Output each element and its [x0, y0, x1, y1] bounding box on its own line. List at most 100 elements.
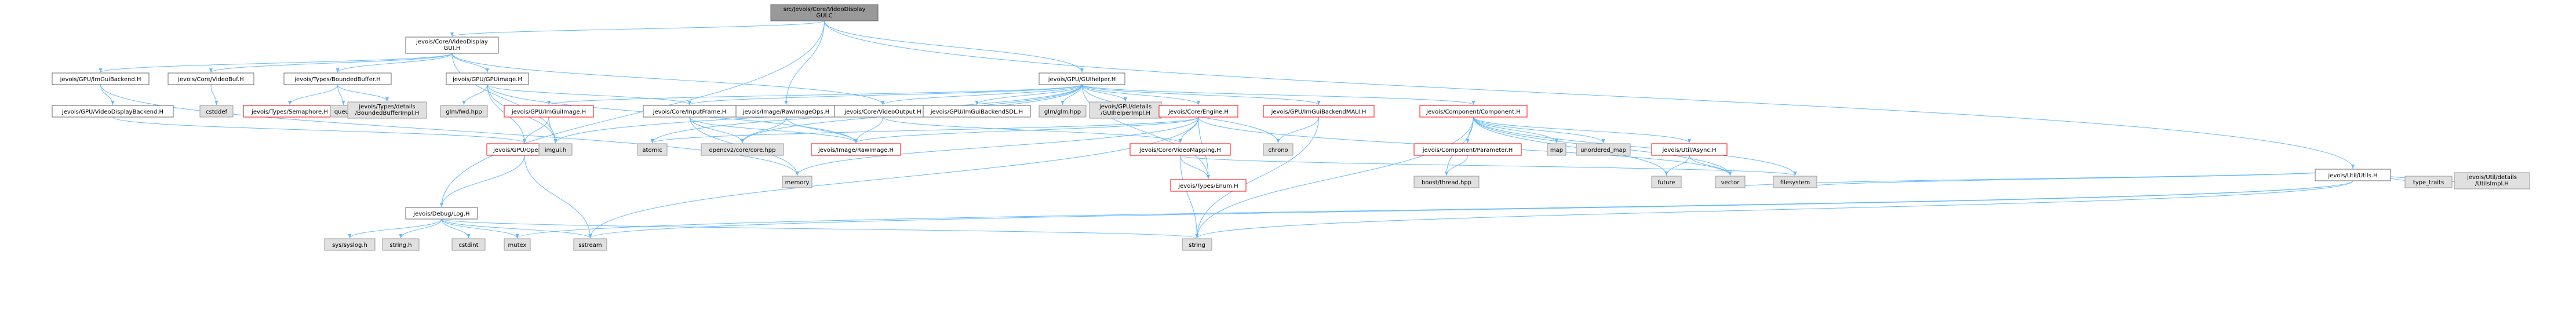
graph-node-string: string [1182, 238, 1212, 251]
node-box [811, 143, 901, 156]
edge-component-to-future [1473, 116, 1668, 176]
node-box [199, 105, 234, 118]
node-label: map [1550, 147, 1563, 154]
edge-vdg_h-to-gpuimage [451, 53, 489, 73]
edge-imgui_backend-to-memory [100, 84, 799, 176]
edge-parameter-to-boostthread [1445, 155, 1468, 176]
graph-node-syslog: sys/syslog.h [324, 238, 376, 251]
node-label: jevois/Core/VideoMapping.H [1139, 147, 1220, 154]
node-box [347, 101, 427, 119]
graph-node-sdlbackend[interactable]: jevois/GPU/ImGuiBackendSDL.H [923, 105, 1031, 118]
graph-node-gpuimage[interactable]: jevois/GPU/GPUimage.H [446, 72, 529, 85]
graph-node-inputframe[interactable]: jevois/Core/InputFrame.H [643, 105, 737, 118]
edge-guihelper-to-videooutput [881, 84, 1083, 105]
node-box [446, 72, 529, 85]
graph-node-semaphore[interactable]: jevois/Types/Semaphore.H [243, 105, 337, 118]
node-box [382, 238, 420, 251]
node-label: GUI.H [444, 45, 461, 52]
edge-guihelper-to-imguiimage [547, 84, 1083, 105]
graph-node-vector: vector [1715, 176, 1746, 188]
graph-node-component[interactable]: jevois/Component/Component.H [1419, 105, 1528, 118]
edge-videomapping-to-enum [1180, 155, 1210, 180]
edge-debuglog-to-cstdint [441, 218, 471, 239]
node-label: type_traits [2413, 180, 2444, 186]
node-box [1263, 143, 1294, 156]
graph-node-rawimageops[interactable]: jevois/Image/RawImageOps.H [735, 105, 837, 118]
edge-component-to-unordered_map [1473, 116, 1605, 144]
node-label: vector [1721, 180, 1740, 186]
edge-imguiimage-to-imguih [548, 116, 558, 144]
edge-vdg_h-to-videooutput [451, 53, 885, 105]
edge-vdg_h-to-imgui_backend [99, 53, 453, 73]
node-label: jevois/GPU/details [1099, 104, 1152, 110]
edge-utils-to-filesystem [1793, 169, 2353, 189]
node-label: boost/thread.hpp [1422, 180, 1471, 186]
node-label: jevois/GPU/GPUimage.H [452, 76, 522, 83]
node-label: glm/glm.hpp [1044, 109, 1081, 115]
graph-node-videomapping[interactable]: jevois/Core/VideoMapping.H [1129, 143, 1231, 156]
node-label: jevois/Image/RawImage.H [818, 147, 894, 154]
graph-node-boundedbuf[interactable]: jevois/Types/BoundedBuffer.H [283, 72, 392, 85]
graph-node-utils[interactable]: jevois/Util/Utils.H [2315, 169, 2391, 181]
edge-vdbackend-to-opengl [112, 116, 526, 144]
graph-node-async[interactable]: jevois/Util/Async.H [1651, 143, 1728, 156]
graph-node-guihelper[interactable]: jevois/GPU/GUIhelper.H [1039, 72, 1125, 85]
graph-node-opencv: opencv2/core/core.hpp [701, 143, 784, 156]
graph-node-imguiimage[interactable]: jevois/GPU/ImGuiImage.H [504, 105, 594, 118]
edge-guihelper-to-component [1081, 84, 1475, 105]
edge-root-to-vdg_h [450, 20, 825, 37]
node-box [1651, 143, 1728, 156]
edge-rawimageops-to-rawimage [786, 116, 858, 144]
node-box [1547, 143, 1566, 156]
node-box [504, 105, 594, 118]
graph-node-rawimage[interactable]: jevois/Image/RawImage.H [811, 143, 901, 156]
node-label: jevois/Types/details [358, 104, 415, 110]
graph-node-vdbackend[interactable]: jevois/GPU/VideoDisplayBackend.H [52, 105, 174, 118]
node-label: mutex [508, 242, 527, 249]
edge-gpuimage-to-glmfwd [462, 84, 488, 105]
edge-root-to-guihelper [824, 20, 1084, 73]
edge-boundedbuf-to-semaphore [288, 84, 338, 105]
graph-node-engine[interactable]: jevois/Core/Engine.H [1158, 105, 1238, 118]
graph-node-chrono: chrono [1263, 143, 1294, 156]
node-label: queue [334, 109, 352, 115]
node-label: jevois/Component/Parameter.H [1422, 147, 1513, 154]
node-box [1039, 105, 1087, 118]
node-box [1773, 176, 1817, 188]
graph-node-videobuf[interactable]: jevois/Core/VideoBuf.H [167, 72, 254, 85]
node-label: jevois/Component/Component.H [1426, 109, 1521, 115]
edge-imguiimage-to-opengl [523, 116, 549, 144]
node-label: future [1657, 180, 1675, 186]
node-box [2404, 176, 2453, 188]
graph-node-enum[interactable]: jevois/Types/Enum.H [1170, 179, 1247, 192]
edge-boundedbuf-to-bbimpl [337, 84, 389, 102]
edge-debuglog-to-sstream [441, 218, 592, 239]
node-label: jevois/GPU/VideoDisplayBackend.H [61, 109, 163, 115]
graph-node-glmfwd: glm/fwd.hpp [440, 105, 488, 118]
graph-node-bbimpl: jevois/Types/details/BoundedBufferImpl.H [347, 101, 427, 119]
graph-node-imgui_backend[interactable]: jevois/GPU/ImGuiBackend.H [52, 72, 150, 85]
graph-node-future: future [1651, 176, 1682, 188]
edge-async-to-future [1664, 155, 1690, 176]
graph-node-memory: memory [782, 176, 812, 188]
node-box [1651, 176, 1682, 188]
graph-node-malibackend[interactable]: jevois/GPU/ImGuiBackendMALI.H [1263, 105, 1375, 118]
graph-node-parameter[interactable]: jevois/Component/Parameter.H [1413, 143, 1522, 156]
node-box [1419, 105, 1528, 118]
graph-node-debuglog[interactable]: jevois/Debug/Log.H [405, 207, 478, 220]
graph-node-imguih: imgui.h [538, 143, 573, 156]
node-label: memory [785, 180, 810, 186]
node-label: jevois/Util/Utils.H [2327, 173, 2377, 179]
graph-node-unordered_map: unordered_map [1576, 143, 1631, 156]
node-box [1129, 143, 1231, 156]
edge-debuglog-to-stringh [399, 218, 442, 239]
node-box [1263, 105, 1375, 118]
edge-root-to-rawimageops [784, 20, 825, 105]
node-box [1089, 101, 1162, 119]
graph-node-videooutput[interactable]: jevois/Core/VideoOutput.H [834, 105, 932, 118]
node-label: opencv2/core/core.hpp [709, 147, 775, 154]
node-label: jevois/Util/Async.H [1662, 147, 1717, 154]
edge-videobuf-to-cstddef [210, 84, 218, 105]
